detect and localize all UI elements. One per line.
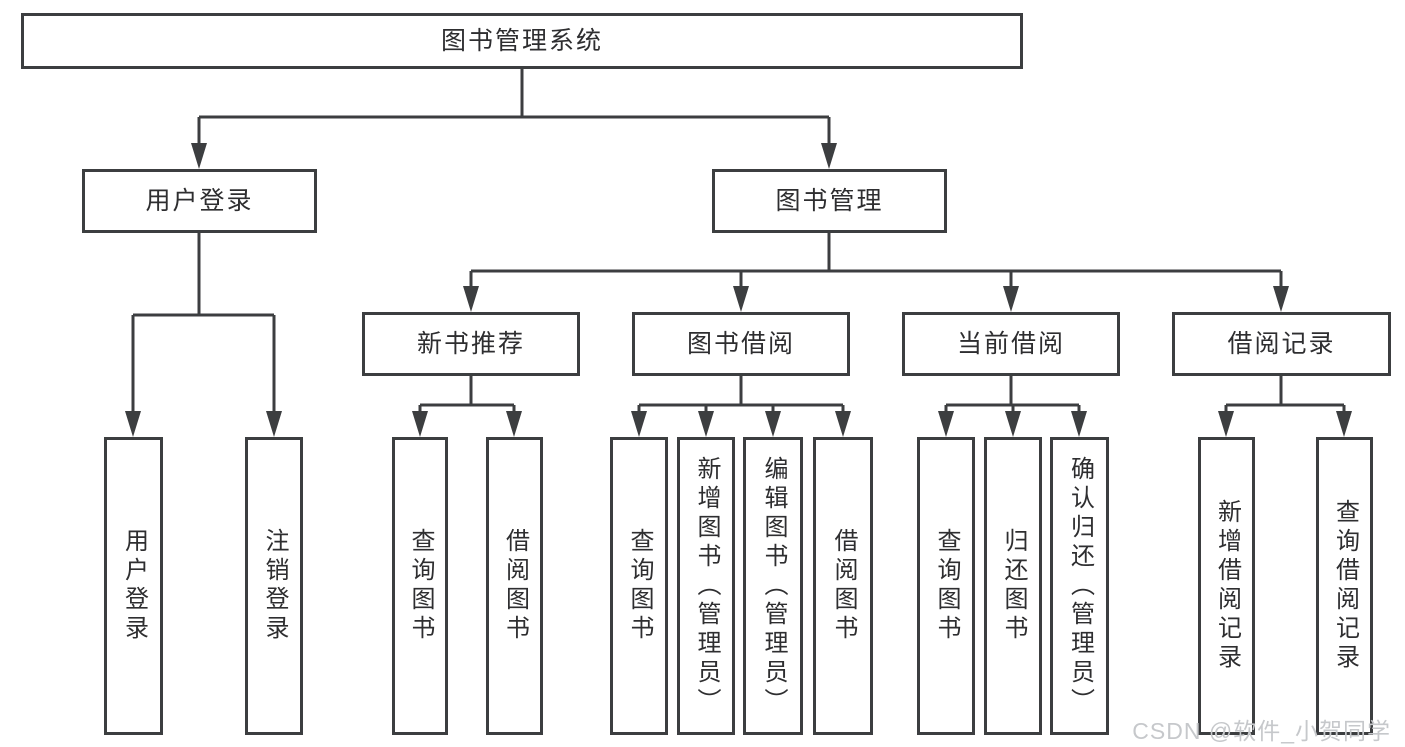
leaf-add-books-admin-label: 新增图书（管理员）	[693, 455, 720, 717]
leaf-return-books-label: 归还图书	[1000, 528, 1027, 644]
leaf-query-books-recommend: 查询图书	[392, 437, 448, 735]
node-new-book-recommend-label: 新书推荐	[416, 329, 525, 358]
leaf-confirm-return-admin: 确认归还（管理员）	[1050, 437, 1109, 735]
leaf-add-books-admin: 新增图书（管理员）	[677, 437, 735, 735]
leaf-query-books-current-label: 查询图书	[933, 528, 960, 644]
node-current-borrowing-label: 当前借阅	[956, 329, 1065, 358]
node-new-book-recommend: 新书推荐	[362, 312, 580, 376]
leaf-add-borrow-record-label: 新增借阅记录	[1213, 499, 1241, 673]
node-book-management: 图书管理	[712, 169, 947, 233]
leaf-borrow-books-recommend-label: 借阅图书	[501, 528, 529, 644]
arrowheads	[125, 143, 1352, 437]
leaf-query-books-borrowing-label: 查询图书	[626, 528, 653, 644]
csdn-watermark: CSDN @软件_小贺同学	[1132, 718, 1391, 744]
leaf-query-books-recommend-label: 查询图书	[407, 528, 434, 644]
leaf-edit-books-admin-label: 编辑图书（管理员）	[760, 455, 787, 717]
leaf-edit-books-admin: 编辑图书（管理员）	[743, 437, 803, 735]
node-borrowing-records-label: 借阅记录	[1227, 329, 1336, 358]
leaf-logout-label: 注销登录	[261, 528, 288, 644]
node-borrowing-records: 借阅记录	[1172, 312, 1391, 376]
node-user-login: 用户登录	[82, 169, 317, 233]
leaf-borrow-books: 借阅图书	[813, 437, 873, 735]
node-root-label: 图书管理系统	[440, 26, 603, 55]
leaf-borrow-books-label: 借阅图书	[830, 528, 857, 644]
node-current-borrowing: 当前借阅	[902, 312, 1120, 376]
leaf-add-borrow-record: 新增借阅记录	[1198, 437, 1255, 735]
leaf-query-borrow-record: 查询借阅记录	[1316, 437, 1373, 735]
node-book-borrowing-label: 图书借阅	[686, 329, 795, 358]
node-root-library-system: 图书管理系统	[21, 13, 1023, 69]
tree-edges	[131, 69, 1346, 412]
node-book-management-label: 图书管理	[775, 186, 884, 215]
leaf-query-books-current: 查询图书	[917, 437, 975, 735]
leaf-query-books-borrowing: 查询图书	[610, 437, 668, 735]
leaf-return-books: 归还图书	[984, 437, 1042, 735]
leaf-confirm-return-admin-label: 确认归还（管理员）	[1066, 455, 1094, 717]
node-book-borrowing: 图书借阅	[632, 312, 850, 376]
leaf-user-login: 用户登录	[104, 437, 163, 735]
leaf-logout: 注销登录	[245, 437, 303, 735]
leaf-user-login-label: 用户登录	[120, 528, 148, 644]
node-user-login-label: 用户登录	[145, 186, 254, 215]
leaf-borrow-books-recommend: 借阅图书	[486, 437, 543, 735]
leaf-query-borrow-record-label: 查询借阅记录	[1331, 499, 1359, 673]
